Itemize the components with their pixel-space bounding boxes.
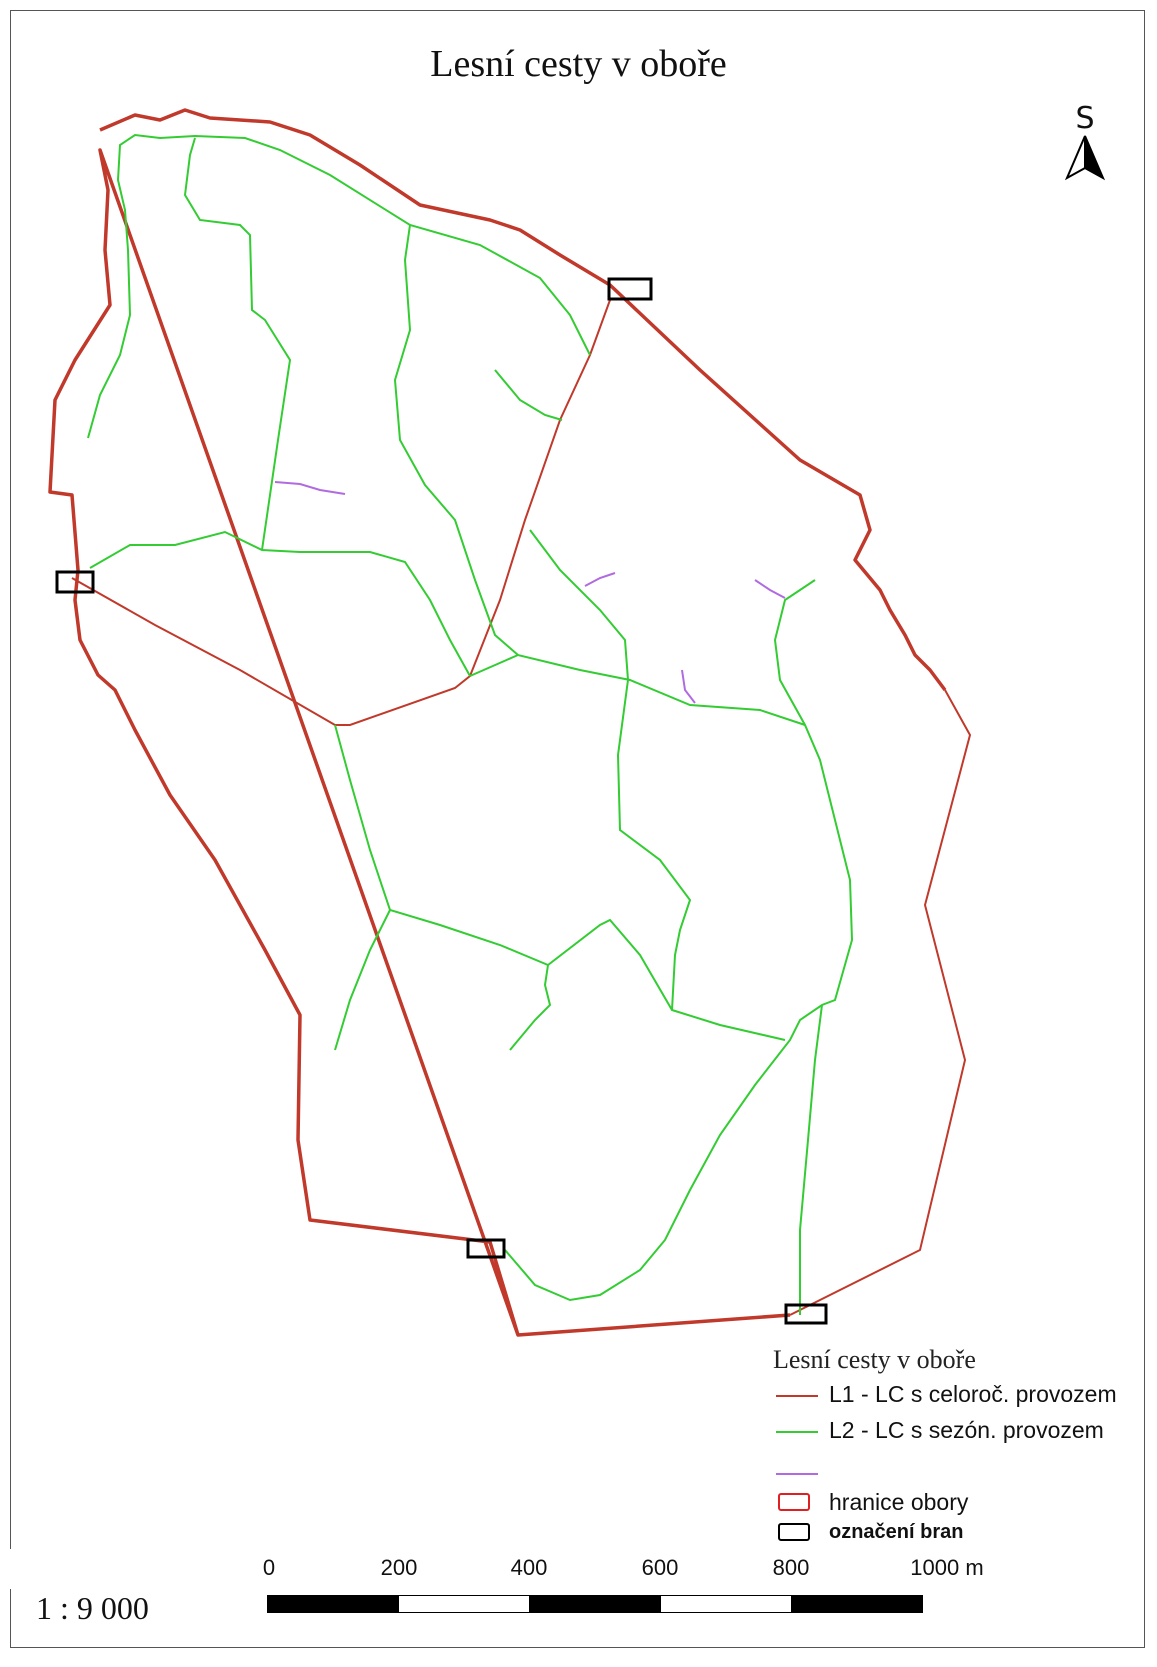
scalebar-segment	[529, 1595, 661, 1613]
road-l2	[87, 133, 854, 1315]
legend-swatch-l2	[776, 1431, 818, 1433]
map-title: Lesní cesty v oboře	[430, 43, 727, 85]
legend-item-l1: L1 - LC s celoroč. provozem	[773, 1379, 1153, 1415]
scalebar-segment	[660, 1595, 792, 1613]
scalebar-segment	[267, 1595, 399, 1613]
map-frame	[10, 10, 1145, 1648]
legend-item-gate: označení bran	[773, 1517, 1153, 1547]
gate-west	[55, 570, 95, 594]
legend-item-l2: L2 - LC s sezón. provozem	[773, 1415, 1153, 1451]
scalebar: 0 200 400 600 800 1000 m	[263, 1555, 984, 1635]
map-legend: Lesní cesty v oboře L1 - LC s celoroč. p…	[773, 1345, 1153, 1547]
scalebar-tick: 1000 m	[910, 1555, 984, 1580]
legend-label-l1: L1 - LC s celoroč. provozem	[829, 1381, 1117, 1407]
scalebar-tick: 400	[510, 1555, 548, 1580]
legend-swatch-l1	[776, 1395, 818, 1397]
road-l1	[71, 299, 972, 1316]
legend-label-l2: L2 - LC s sezón. provozem	[829, 1417, 1104, 1443]
gate-southeast	[784, 1303, 828, 1325]
gate-north	[607, 277, 653, 301]
legend-item-boundary: hranice obory	[773, 1487, 1153, 1523]
gate-south	[466, 1238, 506, 1259]
legend-item-l3	[773, 1451, 1153, 1481]
north-arrow-letter: S	[1075, 101, 1095, 136]
legend-title: Lesní cesty v oboře	[773, 1345, 976, 1374]
reserve-boundary	[48, 108, 947, 1337]
legend-label-boundary: hranice obory	[829, 1489, 969, 1515]
scalebar-segment	[398, 1595, 530, 1613]
scalebar-tick: 600	[641, 1555, 679, 1580]
legend-swatch-gate	[778, 1523, 810, 1541]
legend-label-gate: označení bran	[829, 1521, 964, 1543]
north-arrow-icon	[1064, 135, 1106, 181]
legend-swatch-l3	[776, 1473, 818, 1475]
legend-swatch-boundary	[778, 1493, 810, 1511]
scale-ratio: 1 : 9 000	[36, 1590, 149, 1626]
north-arrow: S	[1060, 104, 1110, 189]
scalebar-tick: 200	[380, 1555, 418, 1580]
scalebar-segment	[791, 1595, 923, 1613]
scalebar-tick: 0	[262, 1555, 276, 1580]
scalebar-tick: 800	[772, 1555, 810, 1580]
road-l3	[274, 481, 786, 704]
frame-gap	[0, 1549, 12, 1589]
